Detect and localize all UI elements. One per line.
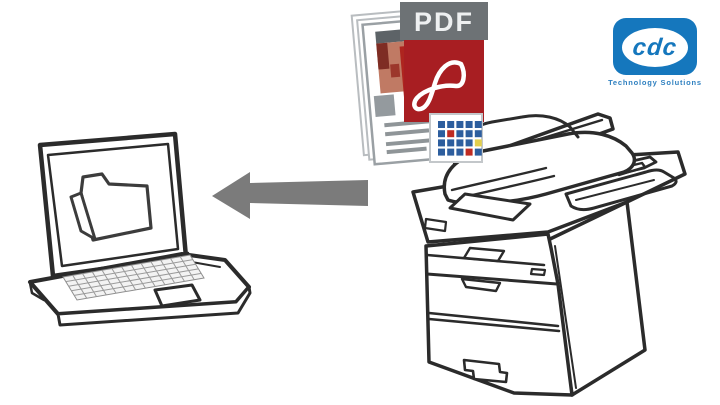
swatch-cell bbox=[438, 148, 445, 156]
swatch-cell bbox=[438, 121, 445, 128]
swatch-cell bbox=[465, 121, 473, 128]
printer-output-shelf bbox=[425, 246, 559, 293]
swatch-cell bbox=[447, 130, 455, 138]
printer-right-side bbox=[546, 200, 647, 397]
swatch-cell bbox=[447, 148, 455, 156]
laptop-hinge bbox=[46, 251, 190, 281]
pdf-badge-label: PDF bbox=[414, 7, 474, 37]
swatch-cell bbox=[474, 121, 482, 128]
swatch-cell bbox=[456, 121, 464, 128]
swatch-cell bbox=[456, 139, 464, 147]
swatch-cell bbox=[447, 121, 455, 128]
swatch-cell bbox=[447, 139, 455, 147]
swatch-cell bbox=[438, 139, 445, 147]
color-swatch-grid bbox=[438, 121, 482, 156]
swatch-cell bbox=[465, 130, 473, 138]
brand-logo-tagline: Technology Solutions bbox=[608, 78, 702, 87]
brand-logo-ellipse bbox=[622, 28, 688, 67]
printer-paper-cassette bbox=[427, 311, 561, 384]
swatch-cell bbox=[456, 148, 464, 156]
printer-illustration bbox=[411, 112, 687, 397]
pdf-badge: PDF bbox=[400, 2, 488, 122]
laptop-illustration bbox=[28, 131, 252, 327]
swatch-cell bbox=[465, 139, 473, 147]
swatch-cell bbox=[438, 130, 445, 138]
transfer-arrow bbox=[212, 172, 368, 219]
brand-logo: cdc Technology Solutions bbox=[606, 12, 710, 104]
swatch-cell bbox=[474, 130, 482, 138]
laptop-screen-bezel bbox=[46, 142, 180, 268]
brand-logo-name: cdc bbox=[631, 33, 679, 61]
folder-icon bbox=[69, 172, 153, 242]
swatch-card bbox=[429, 113, 483, 163]
printer-card-reader bbox=[423, 217, 448, 233]
printer-output-tray bbox=[564, 168, 678, 212]
laptop-foot bbox=[28, 281, 46, 302]
printer-control-screen bbox=[448, 192, 532, 222]
document-stack: PDF bbox=[350, 2, 488, 166]
laptop-keyboard bbox=[63, 255, 204, 300]
pdf-badge-header bbox=[400, 2, 488, 40]
left-arrow-icon bbox=[212, 172, 368, 219]
swatch-cell bbox=[465, 148, 473, 156]
swatch-cell bbox=[456, 130, 464, 138]
laptop-touchpad bbox=[153, 283, 202, 308]
swatch-cell bbox=[474, 148, 482, 156]
laptop-base-edge bbox=[56, 285, 252, 327]
adobe-acrobat-swirl-icon bbox=[412, 60, 466, 112]
swatch-cell bbox=[474, 139, 482, 147]
